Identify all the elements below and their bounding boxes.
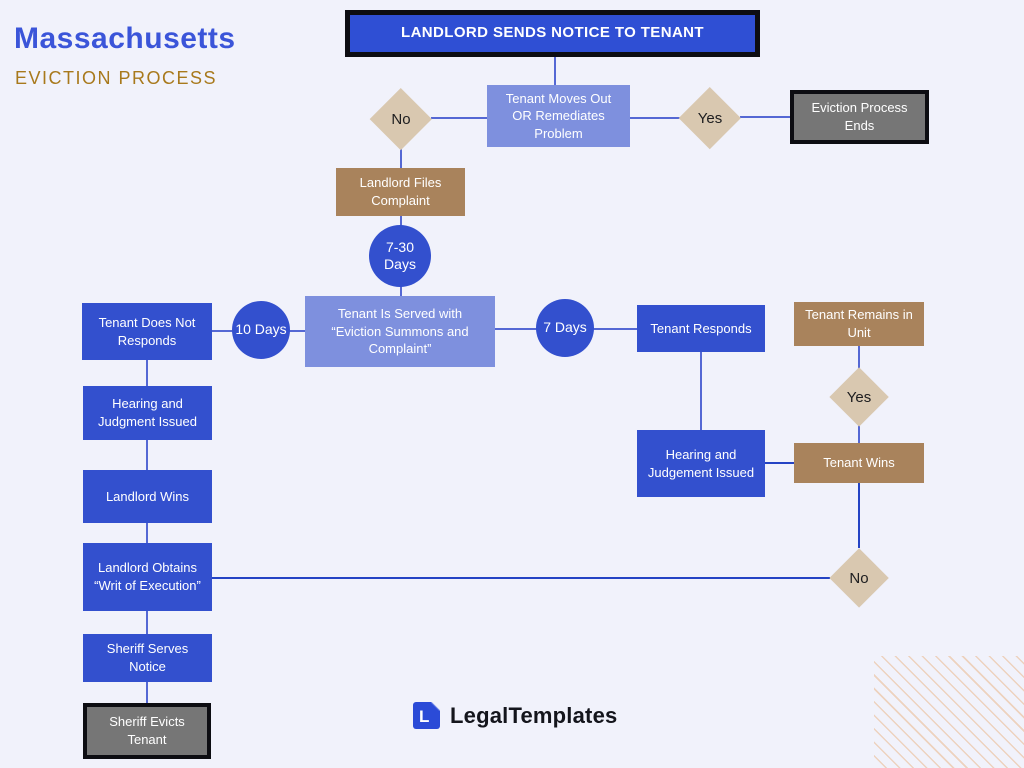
page-subtitle: EVICTION PROCESS [15, 68, 218, 88]
edge-responds-hearing [700, 352, 702, 430]
node-tenant-wins: Tenant Wins [794, 443, 924, 483]
edge-tenantwins-no [858, 483, 860, 548]
edge-notrespond-hearing [146, 360, 148, 386]
node-hearing-judgment-issued-left: Hearing and Judgment Issued [83, 386, 212, 440]
node-7-days: 7 Days [536, 299, 594, 357]
edge-sheriffserves-evicts [146, 682, 148, 703]
decision-no-top: No [369, 87, 433, 151]
node-landlord-sends-notice: LANDLORD SENDS NOTICE TO TENANT [345, 10, 760, 57]
node-tenant-served: Tenant Is Served with “Eviction Summons … [305, 296, 495, 367]
decision-yes-right: Yes [828, 366, 890, 428]
decision-yes-top: Yes [678, 86, 742, 150]
node-tenant-remains-in-unit: Tenant Remains in Unit [794, 302, 924, 346]
logo-fold-corner [431, 702, 440, 711]
decision-no-right-label: No [849, 569, 869, 587]
edge-movesout-no [431, 117, 487, 119]
node-sheriff-serves-notice: Sheriff Serves Notice [83, 634, 212, 682]
decision-yes-top-label: Yes [697, 109, 723, 127]
node-hearing-judgement-issued-right: Hearing and Judgement Issued [637, 430, 765, 497]
decision-no-top-label: No [391, 110, 411, 128]
edge-yes-tenantwins [858, 419, 860, 443]
legaltemplates-logo-text: LegalTemplates [450, 702, 618, 728]
edge-no-writ [212, 577, 830, 579]
node-tenant-responds: Tenant Responds [637, 305, 765, 352]
node-landlord-wins: Landlord Wins [83, 470, 212, 523]
edge-yes-ends [740, 116, 790, 118]
edge-start-down [554, 57, 556, 85]
node-10-days: 10 Days [232, 301, 290, 359]
edge-writ-sheriffserves [146, 611, 148, 634]
node-landlord-files-complaint: Landlord Files Complaint [336, 168, 465, 216]
node-sheriff-evicts-tenant: Sheriff Evicts Tenant [83, 703, 211, 759]
node-writ-of-execution: Landlord Obtains “Writ of Execution” [83, 543, 212, 611]
legaltemplates-logo-icon: L [413, 702, 440, 729]
page-title: Massachusetts [14, 22, 236, 55]
edge-hearing-landlordwins [146, 440, 148, 470]
node-7-30-days: 7-30 Days [369, 225, 431, 287]
edge-no-complaint [400, 148, 402, 168]
corner-stripes-decoration [874, 656, 1024, 768]
decision-yes-right-label: Yes [846, 388, 872, 406]
node-tenant-moves-out: Tenant Moves Out OR Remediates Problem [487, 85, 630, 147]
edge-movesout-yes [630, 117, 680, 119]
node-tenant-does-not-responds: Tenant Does Not Responds [82, 303, 212, 360]
node-eviction-process-ends: Eviction Process Ends [790, 90, 929, 144]
edge-remains-yes [858, 346, 860, 376]
edge-landlordwins-writ [146, 523, 148, 543]
decision-no-right: No [828, 547, 890, 609]
legaltemplates-logo: L LegalTemplates [413, 702, 617, 729]
logo-letter: L [419, 707, 430, 726]
edge-hearing-tenantwins [765, 462, 794, 464]
